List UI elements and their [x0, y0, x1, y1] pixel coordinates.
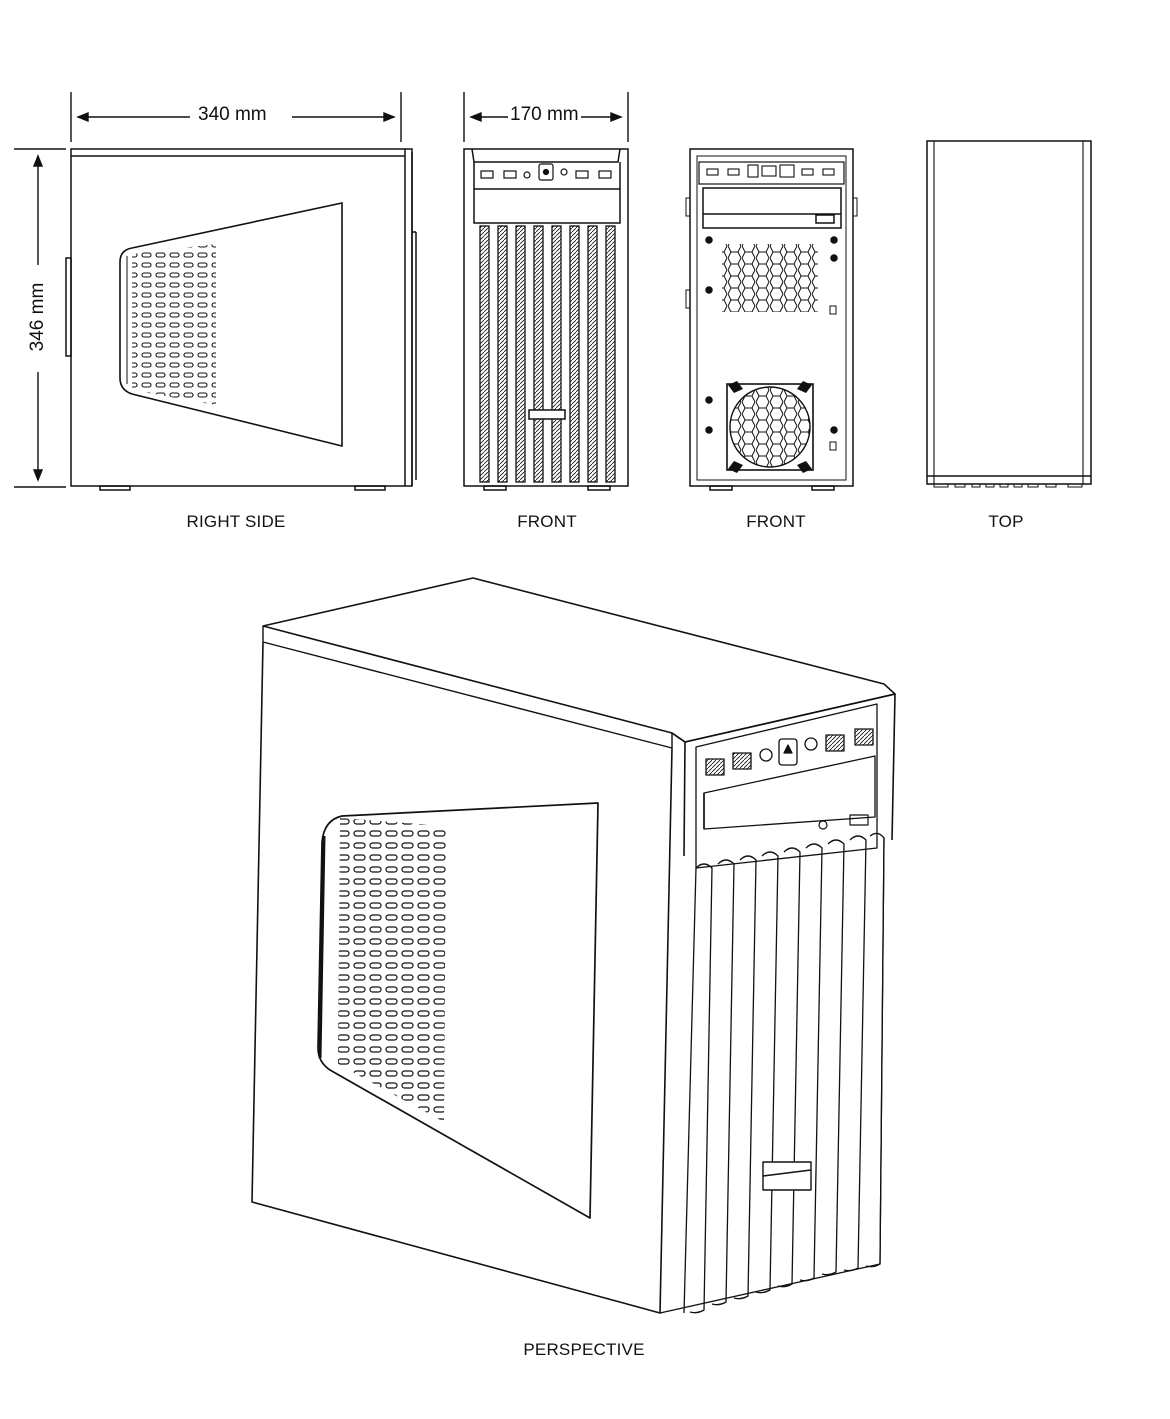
right-side-label: RIGHT SIDE: [186, 512, 286, 531]
width-dimension-label: 340 mm: [194, 104, 271, 126]
right-side-view: [65, 148, 417, 491]
height-dimension-label: 346 mm: [27, 265, 49, 369]
front-open-label: FRONT: [746, 512, 806, 531]
top-label: TOP: [988, 512, 1024, 531]
height-dimension: [14, 148, 66, 488]
width-dimension: [70, 92, 402, 142]
front-open-view: [685, 148, 858, 491]
front-label: FRONT: [517, 512, 577, 531]
depth-dimension-label: 170 mm: [508, 104, 581, 126]
perspective-view: [251, 577, 896, 1314]
front-view: [463, 148, 629, 491]
depth-dimension: [463, 92, 629, 142]
top-view: [926, 140, 1092, 488]
perspective-label: PERSPECTIVE: [523, 1340, 645, 1359]
